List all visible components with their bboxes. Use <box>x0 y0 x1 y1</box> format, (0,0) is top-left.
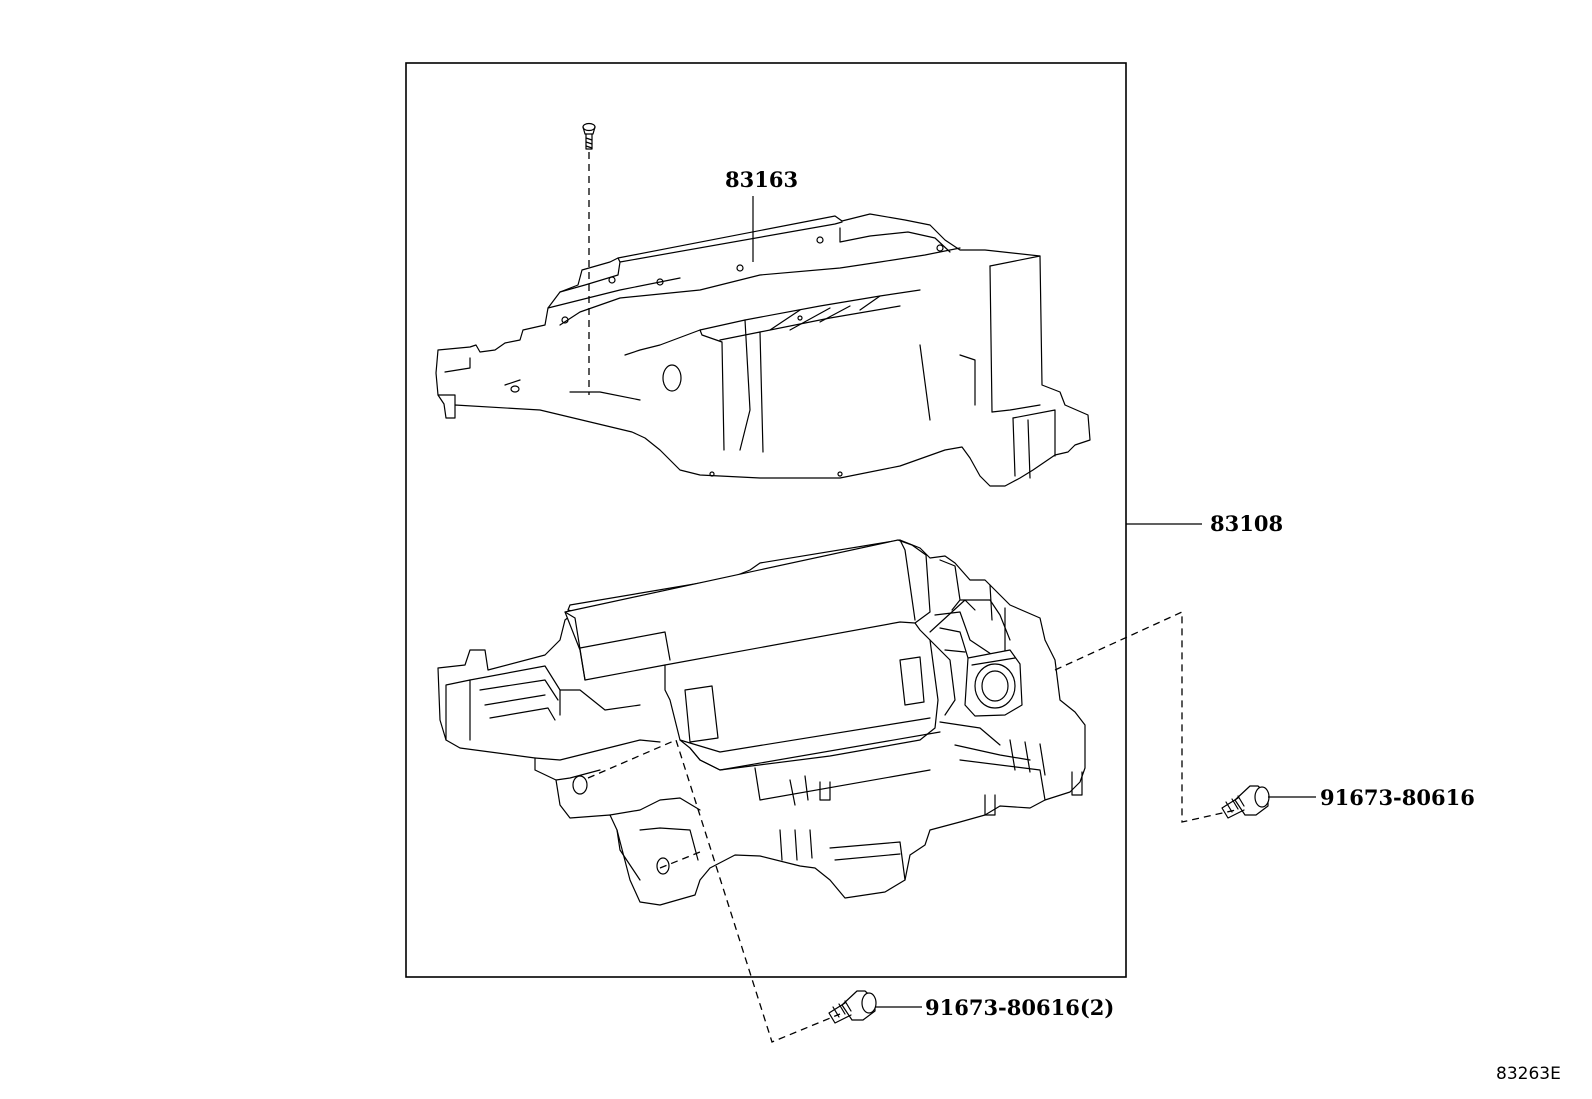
label-screw-right: 91673-80616 <box>1320 785 1475 810</box>
lower-unit-drawing[interactable] <box>437 539 1086 906</box>
assembly-frame <box>405 62 1127 978</box>
bolt-bottom-icon[interactable] <box>828 990 877 1024</box>
right-screw-dashed-leader <box>1054 610 1237 823</box>
small-screw-icon[interactable] <box>582 122 596 150</box>
upper-cover-drawing[interactable] <box>435 213 1091 487</box>
reference-code: 83263E <box>1496 1064 1561 1084</box>
bolt-right-icon[interactable] <box>1221 785 1270 819</box>
label-screw-bottom: 91673-80616(2) <box>925 995 1114 1020</box>
label-upper-cover: 83163 <box>725 167 798 192</box>
label-assembly: 83108 <box>1210 511 1283 536</box>
bottom-screw-dashed-leader-left <box>587 739 841 1043</box>
